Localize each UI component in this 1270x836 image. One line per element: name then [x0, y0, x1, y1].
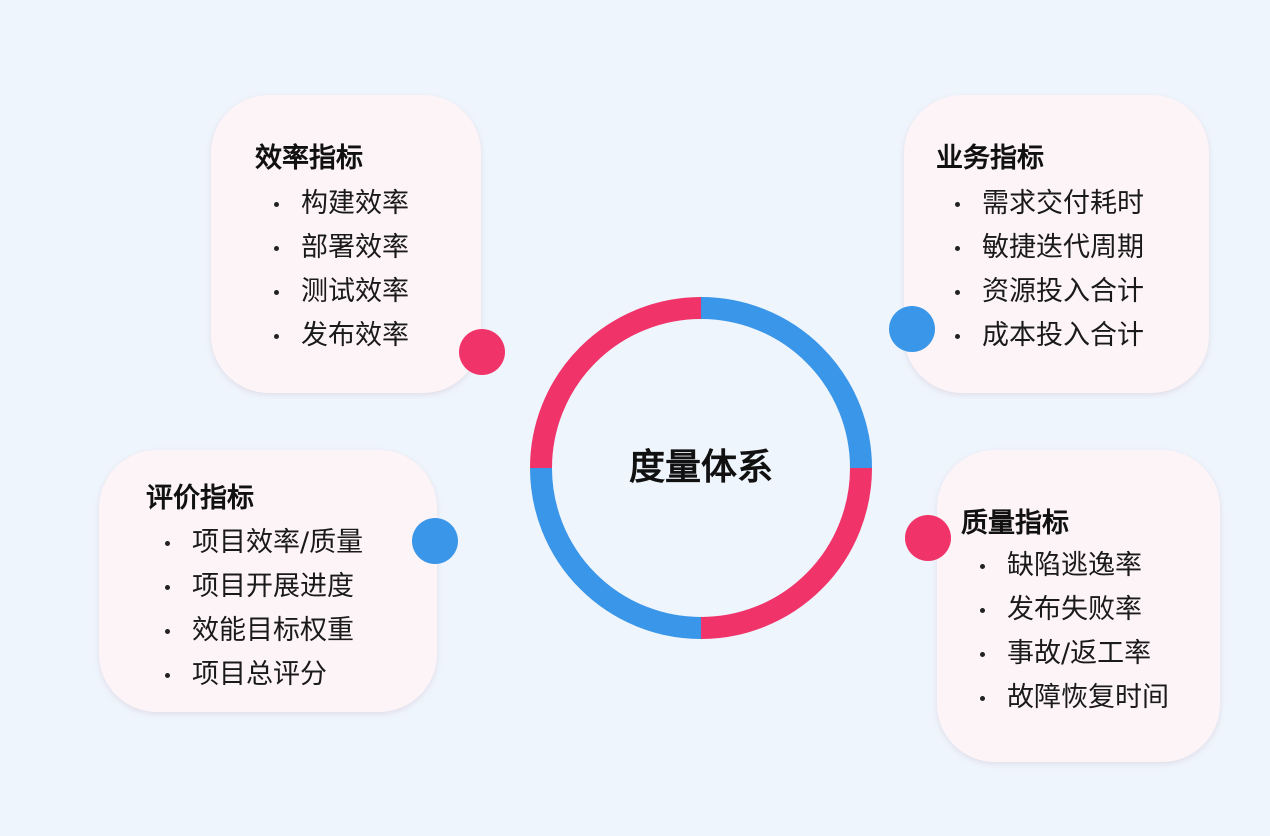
quality-title: 质量指标	[961, 508, 1069, 539]
list-item: 项目开展进度	[162, 565, 363, 609]
evaluation-list: 项目效率/质量 项目开展进度 效能目标权重 项目总评分	[162, 521, 363, 697]
list-item: 成本投入合计	[952, 314, 1144, 358]
efficiency-title: 效率指标	[255, 143, 363, 174]
list-item: 发布失败率	[977, 588, 1169, 632]
list-item: 发布效率	[271, 314, 409, 358]
quality-connector-dot	[905, 515, 951, 561]
list-item: 需求交付耗时	[952, 182, 1144, 226]
efficiency-connector-dot	[459, 329, 505, 375]
center-title: 度量体系	[628, 447, 773, 488]
evaluation-title: 评价指标	[146, 483, 254, 514]
evaluation-connector-dot	[412, 518, 458, 564]
efficiency-card: 效率指标 构建效率 部署效率 测试效率 发布效率	[211, 95, 481, 393]
list-item: 故障恢复时间	[977, 676, 1169, 720]
list-item: 敏捷迭代周期	[952, 226, 1144, 270]
quality-list: 缺陷逃逸率 发布失败率 事故/返工率 故障恢复时间	[977, 544, 1169, 720]
business-connector-dot	[889, 306, 935, 352]
center-ring	[530, 297, 872, 639]
business-title: 业务指标	[936, 143, 1044, 174]
list-item: 测试效率	[271, 270, 409, 314]
ring-segment-top-left	[530, 297, 702, 469]
business-card: 业务指标 需求交付耗时 敏捷迭代周期 资源投入合计 成本投入合计	[904, 95, 1209, 393]
list-item: 项目效率/质量	[162, 521, 363, 565]
list-item: 部署效率	[271, 226, 409, 270]
list-item: 事故/返工率	[977, 632, 1169, 676]
list-item: 缺陷逃逸率	[977, 544, 1169, 588]
business-list: 需求交付耗时 敏捷迭代周期 资源投入合计 成本投入合计	[952, 182, 1144, 358]
ring-segment-top-right	[700, 297, 872, 469]
list-item: 效能目标权重	[162, 609, 363, 653]
evaluation-card: 评价指标 项目效率/质量 项目开展进度 效能目标权重 项目总评分	[99, 450, 437, 712]
ring-segment-bottom-left	[530, 467, 702, 639]
quality-card: 质量指标 缺陷逃逸率 发布失败率 事故/返工率 故障恢复时间	[937, 450, 1220, 762]
list-item: 资源投入合计	[952, 270, 1144, 314]
list-item: 项目总评分	[162, 653, 363, 697]
ring-segment-bottom-right	[700, 467, 872, 639]
list-item: 构建效率	[271, 182, 409, 226]
efficiency-list: 构建效率 部署效率 测试效率 发布效率	[271, 182, 409, 358]
